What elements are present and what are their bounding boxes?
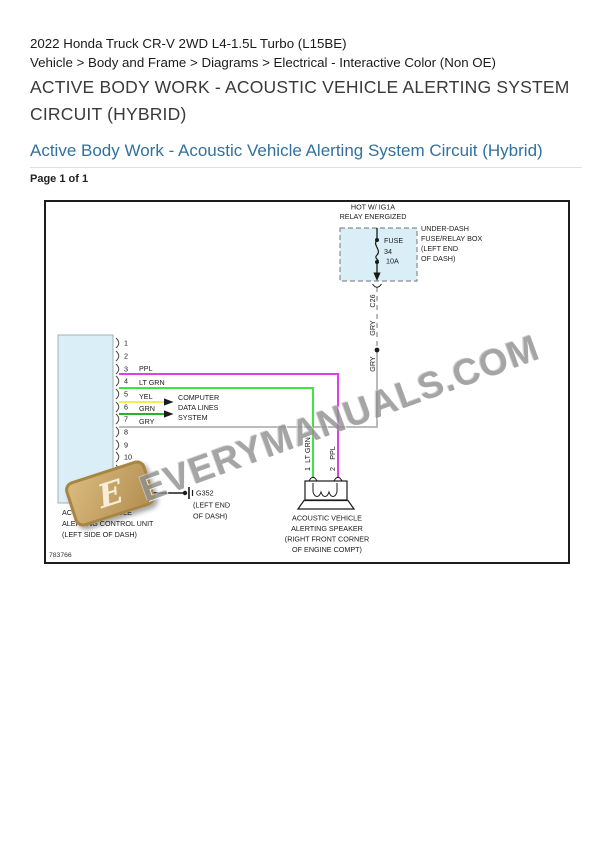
svg-text:DATA LINES: DATA LINES [178, 403, 219, 412]
svg-text:12: 12 [124, 479, 132, 488]
control-unit-box [57, 334, 114, 504]
wiring-diagram: FUSE 34 10A HOT W/ IG1A RELAY ENERGIZED … [49, 203, 482, 560]
svg-text:(LEFT END: (LEFT END [421, 244, 458, 253]
speaker-symbol [296, 476, 356, 510]
speaker-pin1: 1 [303, 467, 312, 471]
section-heading: ACTIVE BODY WORK - ACOUSTIC VEHICLE ALER… [30, 77, 570, 125]
svg-text:2: 2 [124, 352, 128, 361]
svg-text:YEL: YEL [139, 392, 153, 401]
fuse-box-location: UNDER-DASH FUSE/RELAY BOX (LEFT END OF D… [421, 224, 482, 263]
connector-symbol [372, 283, 382, 288]
fuse-number: 34 [384, 247, 392, 256]
svg-text:11: 11 [124, 466, 131, 475]
divider [30, 167, 582, 168]
svg-text:3: 3 [124, 365, 128, 374]
gry-label-lower: GRY [368, 356, 377, 372]
svg-text:OF DASH): OF DASH) [421, 254, 455, 263]
yel-arrow [164, 398, 174, 406]
svg-text:(RIGHT FRONT CORNER: (RIGHT FRONT CORNER [285, 535, 369, 544]
wiring-diagram-frame: FUSE 34 10A HOT W/ IG1A RELAY ENERGIZED … [44, 200, 570, 564]
svg-text:SYSTEM: SYSTEM [178, 413, 208, 422]
splice-dot [374, 347, 380, 353]
gry-wire [119, 287, 380, 428]
svg-text:ACOUSTIC VEHICLE: ACOUSTIC VEHICLE [62, 508, 132, 517]
power-source-line1: HOT W/ IG1A [351, 203, 395, 212]
svg-text:FUSE/RELAY BOX: FUSE/RELAY BOX [421, 234, 482, 243]
svg-text:ALERTING CONTROL UNIT: ALERTING CONTROL UNIT [62, 519, 154, 528]
lt-grn-wire [119, 387, 314, 478]
ppl-wire [119, 373, 339, 478]
grn-arrow [164, 410, 174, 418]
vehicle-title: 2022 Honda Truck CR-V 2WD L4-1.5L Turbo … [30, 36, 347, 51]
svg-text:PPL: PPL [139, 364, 153, 373]
data-lines-label: COMPUTER DATA LINES SYSTEM [178, 393, 219, 422]
coil [312, 490, 338, 497]
svg-text:10: 10 [124, 453, 132, 462]
ground-location-2: OF DASH) [193, 512, 227, 521]
speaker-pin2-wire: PPL [328, 446, 337, 460]
svg-text:7: 7 [124, 415, 128, 424]
power-source-line2: RELAY ENERGIZED [340, 212, 407, 221]
fuse-label: FUSE [384, 236, 403, 245]
svg-text:5: 5 [124, 390, 128, 399]
ground-symbol [182, 487, 194, 499]
svg-text:(LEFT SIDE OF DASH): (LEFT SIDE OF DASH) [62, 530, 137, 539]
svg-text:BLK: BLK [139, 483, 153, 492]
control-unit-caption: ACOUSTIC VEHICLE ALERTING CONTROL UNIT (… [62, 508, 154, 539]
pin-brackets [115, 337, 120, 489]
svg-text:UNDER-DASH: UNDER-DASH [421, 224, 469, 233]
wire-color-labels: PPL LT GRN YEL GRN GRY BLK [139, 364, 165, 492]
svg-text:1: 1 [124, 339, 128, 348]
gry-label-upper: GRY [368, 320, 377, 336]
fuse-box: FUSE 34 10A [339, 227, 418, 288]
ground-id: G352 [196, 489, 214, 498]
svg-text:6: 6 [124, 403, 128, 412]
svg-text:COMPUTER: COMPUTER [178, 393, 219, 402]
svg-text:9: 9 [124, 441, 128, 450]
svg-text:ALERTING SPEAKER: ALERTING SPEAKER [291, 524, 363, 533]
svg-text:ACOUSTIC VEHICLE: ACOUSTIC VEHICLE [292, 514, 362, 523]
fuse-rating: 10A [386, 257, 399, 266]
figure-number: 783766 [49, 552, 72, 559]
speaker-caption: ACOUSTIC VEHICLE ALERTING SPEAKER (RIGHT… [285, 514, 369, 555]
svg-text:8: 8 [124, 428, 128, 437]
svg-text:GRY: GRY [139, 417, 155, 426]
speaker-pin1-wire: LT GRN [303, 437, 312, 463]
speaker-pin2: 2 [328, 467, 337, 471]
svg-text:GRN: GRN [139, 404, 155, 413]
fuse-box-outline [339, 227, 418, 282]
svg-text:4: 4 [124, 377, 128, 386]
down-arrow [373, 272, 381, 281]
page-indicator: Page 1 of 1 [30, 173, 89, 185]
ground-location-1: (LEFT END [193, 501, 230, 510]
svg-text:LT GRN: LT GRN [139, 378, 165, 387]
breadcrumb: Vehicle > Body and Frame > Diagrams > El… [30, 55, 496, 70]
connector-c26-label: C26 [368, 294, 377, 307]
diagram-title-link[interactable]: Active Body Work - Acoustic Vehicle Aler… [30, 141, 543, 160]
svg-text:OF ENGINE COMPT): OF ENGINE COMPT) [292, 545, 362, 554]
